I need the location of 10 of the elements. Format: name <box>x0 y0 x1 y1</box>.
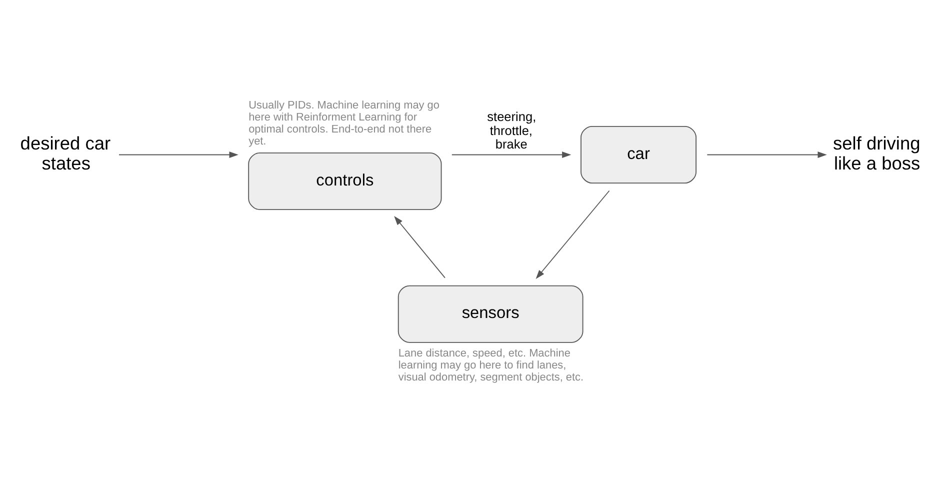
arrow <box>451 152 572 158</box>
node-text: desired car states <box>20 132 111 174</box>
node-text: self driving like a boss <box>833 132 920 174</box>
edge-label: steering, throttle, brake <box>487 109 536 152</box>
arrow <box>536 190 610 280</box>
arrow <box>394 216 446 278</box>
arrow <box>118 152 238 158</box>
node-label: Usually PIDs. Machine learning may go here with Reinforment Learning for optimal controls. End-to-end not there yet. <box>248 100 440 148</box>
arrow <box>706 152 827 158</box>
node-label: Lane distance, speed, etc. Machine learning may go here to find lanes, visual odometry, segment objects, etc. <box>398 348 584 384</box>
